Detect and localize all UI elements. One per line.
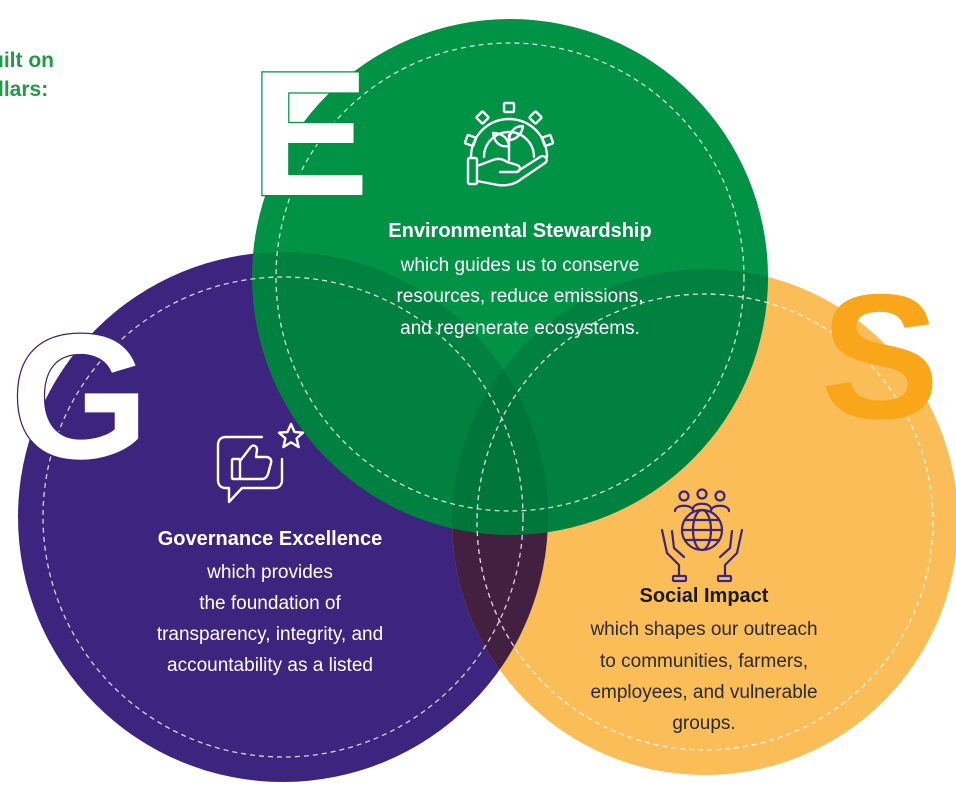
- environmental-line-2: resources, reduce emissions,: [396, 286, 643, 307]
- governance-letter: G: [11, 297, 149, 496]
- social-line-1: which shapes our outreach: [589, 619, 817, 640]
- intro-heading: uilt on llars:: [0, 46, 200, 104]
- social-line-3: employees, and vulnerable: [590, 682, 817, 703]
- governance-line-1: which provides: [206, 562, 333, 583]
- social-text-block: Social Impact which shapes our outreach …: [589, 585, 817, 734]
- environmental-line-3: and regenerate ecosystems.: [400, 318, 640, 339]
- social-line-2: to communities, farmers,: [600, 651, 808, 672]
- environmental-line-1: which guides us to conserve: [400, 255, 640, 276]
- governance-title: Governance Excellence: [158, 528, 383, 550]
- thumbs-up-star-chat-icon: [216, 422, 305, 504]
- governance-line-2: the foundation of: [199, 593, 341, 614]
- social-letter: S: [821, 257, 940, 456]
- governance-line-4: accountability as a listed: [167, 655, 373, 676]
- people-globe-hands-icon: [660, 488, 744, 583]
- governance-line-3: transparency, integrity, and: [157, 624, 383, 645]
- governance-dashed-ring: [42, 276, 524, 758]
- intro-heading-line-2: llars:: [0, 78, 49, 101]
- environmental-dashed-ring: [275, 42, 745, 512]
- intro-heading-line-1: uilt on: [0, 49, 54, 72]
- environmental-title: Environmental Stewardship: [388, 220, 651, 242]
- environmental-circle: [252, 19, 768, 535]
- governance-text-block: Governance Excellence which provides the…: [157, 528, 383, 676]
- social-dashed-ring: [476, 293, 934, 751]
- environmental-text-block: Environmental Stewardship which guides u…: [388, 220, 651, 339]
- environmental-letter: E: [251, 34, 370, 233]
- social-line-4: groups.: [672, 713, 735, 734]
- social-title: Social Impact: [640, 585, 769, 607]
- gear-plant-hand-icon: [463, 101, 555, 187]
